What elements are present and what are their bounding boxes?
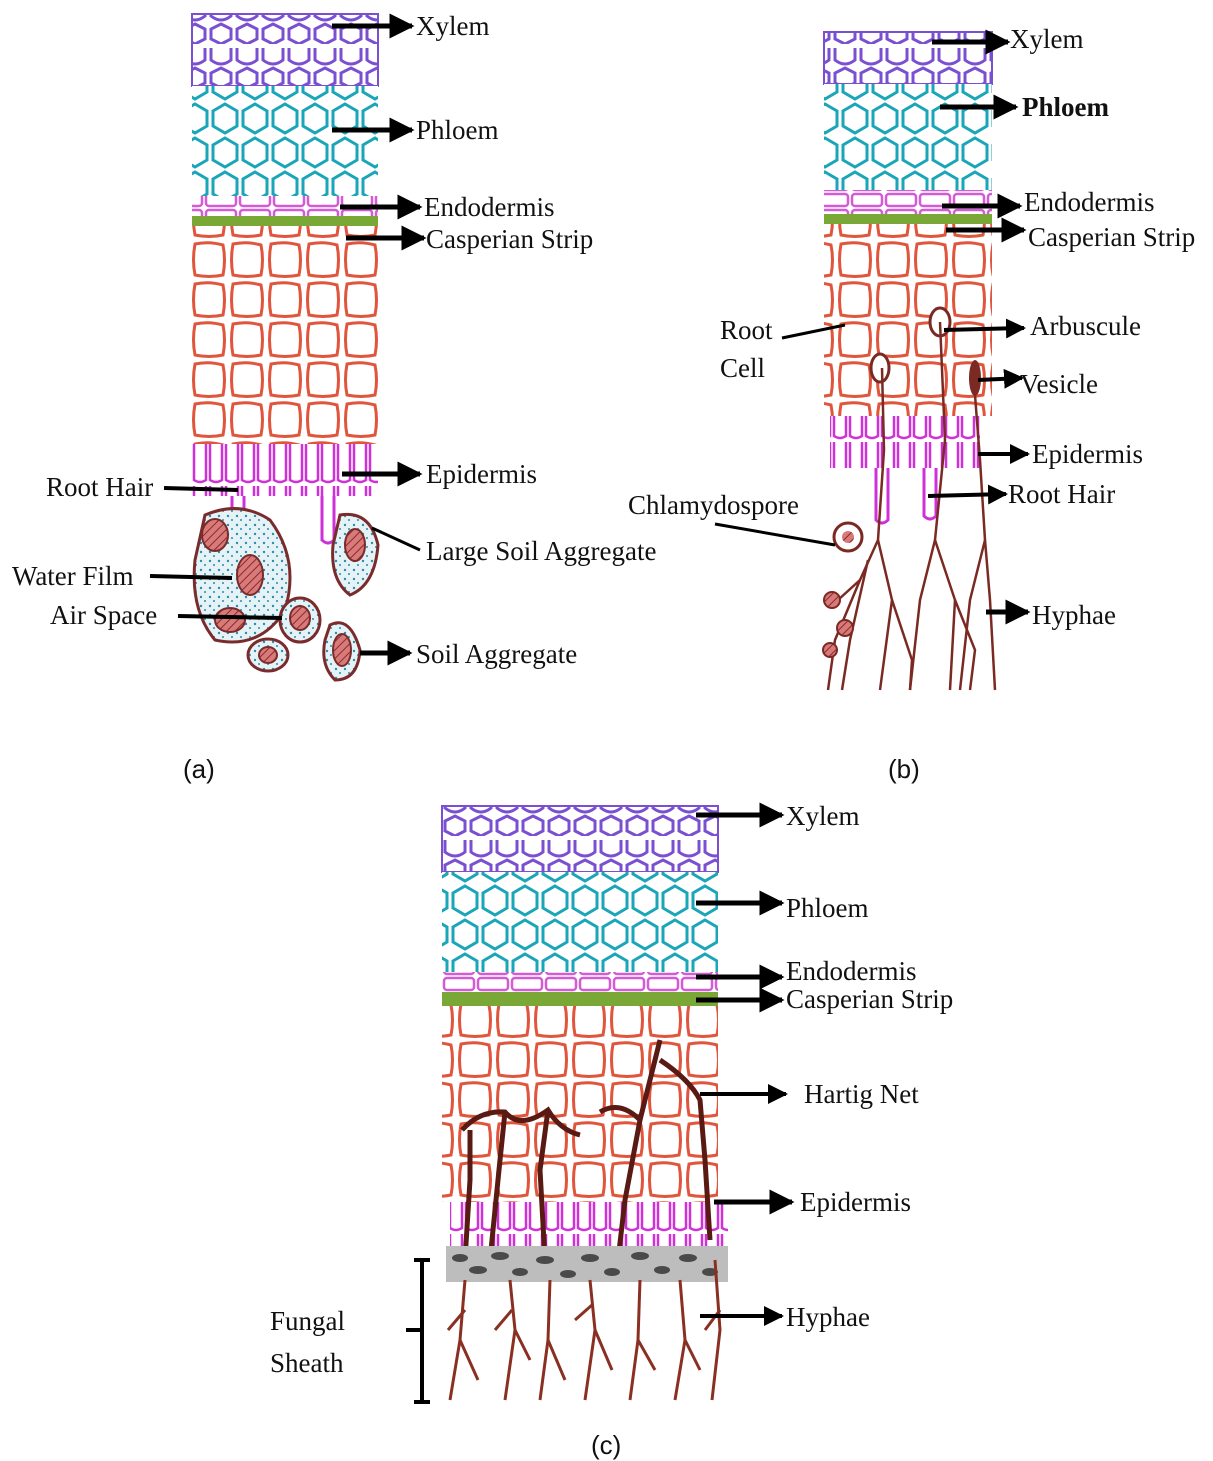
a-air-space-label: Air Space <box>50 600 157 630</box>
c-fungal-sheath <box>446 1246 728 1282</box>
a-water-film-pointer <box>150 576 232 578</box>
b-epidermis-label: Epidermis <box>1032 439 1143 469</box>
c-cortex-layer <box>442 1006 718 1202</box>
b-caption: (b) <box>888 754 920 784</box>
c-fungal-sheath-label-1: Fungal <box>270 1306 345 1336</box>
b-vesicle-label: Vesicle <box>1020 369 1098 399</box>
b-root-hair-arrow <box>928 494 1006 496</box>
panel-b: Xylem Phloem Endodermis Casperian Strip … <box>628 24 1195 784</box>
a-root-hair-pointer <box>164 488 238 490</box>
c-phloem-label: Phloem <box>786 893 869 923</box>
b-chlamydospore-pointer <box>715 524 835 545</box>
c-xylem-layer <box>442 806 718 872</box>
a-water-film-label: Water Film <box>12 561 134 591</box>
c-casparian-strip <box>442 992 718 1006</box>
c-hyphae-label: Hyphae <box>786 1302 870 1332</box>
c-fungal-sheath-label-2: Sheath <box>270 1348 344 1378</box>
b-root-hair <box>924 468 936 519</box>
c-endodermis-label: Endodermis <box>786 956 916 986</box>
a-soil-aggregate-label: Soil Aggregate <box>416 639 577 669</box>
b-arbuscule-label: Arbuscule <box>1030 311 1141 341</box>
panel-a: Xylem Phloem Endodermis Casperian Strip … <box>12 11 656 784</box>
b-chlamydospore-label: Chlamydospore <box>628 490 799 520</box>
b-root-cell-label-1: Root <box>720 315 773 345</box>
b-endodermis-label: Endodermis <box>1024 187 1154 217</box>
a-soil-particle <box>290 606 310 630</box>
b-phloem-layer <box>824 84 992 190</box>
a-soil-particle <box>202 519 228 551</box>
c-phloem-layer <box>442 872 718 972</box>
a-casparian-label: Casperian Strip <box>426 224 593 254</box>
a-soil-particle <box>345 529 365 561</box>
b-casparian-label: Casperian Strip <box>1028 222 1195 252</box>
c-epidermis-label: Epidermis <box>800 1187 911 1217</box>
b-chlamydospore <box>842 531 854 543</box>
a-casparian-strip <box>192 216 378 226</box>
b-vesicle-arrow <box>978 378 1022 380</box>
c-caption: (c) <box>591 1430 621 1460</box>
a-caption: (a) <box>183 754 215 784</box>
a-soil-particle <box>259 647 277 663</box>
a-soil-particle <box>237 555 263 595</box>
a-epidermis-label: Epidermis <box>426 459 537 489</box>
c-sheath-bracket <box>406 1260 430 1402</box>
c-casparian-label: Casperian Strip <box>786 984 953 1014</box>
a-soil-particle <box>333 634 351 666</box>
b-hyphae-label: Hyphae <box>1032 600 1116 630</box>
a-endodermis-label: Endodermis <box>424 192 554 222</box>
b-spore <box>823 643 837 657</box>
b-root-cell-label-2: Cell <box>720 353 765 383</box>
b-arbuscule-arrow <box>944 328 1024 330</box>
c-endodermis-layer <box>442 972 718 992</box>
panel-c: Xylem Phloem Endodermis Casperian Strip … <box>270 801 953 1460</box>
b-spore <box>824 592 840 608</box>
a-phloem-layer <box>192 86 378 196</box>
c-xylem-label: Xylem <box>786 801 860 831</box>
a-root-hair-label: Root Hair <box>46 472 153 502</box>
a-phloem-label: Phloem <box>416 115 499 145</box>
c-hartig-label: Hartig Net <box>804 1079 919 1109</box>
b-casparian-strip <box>824 214 992 224</box>
a-cortex-layer <box>192 226 378 444</box>
b-epidermis-layer <box>830 416 980 468</box>
a-large-soil-label: Large Soil Aggregate <box>426 536 656 566</box>
b-xylem-label: Xylem <box>1010 24 1084 54</box>
b-spore <box>837 620 853 636</box>
b-root-hair-label: Root Hair <box>1008 479 1115 509</box>
b-phloem-label: Phloem <box>1022 92 1109 122</box>
a-air-space-pointer <box>178 616 282 618</box>
b-arbuscule <box>871 354 889 382</box>
a-soil-particle <box>215 608 245 632</box>
b-endodermis-layer <box>824 190 992 214</box>
a-root-hair <box>322 496 334 543</box>
a-xylem-label: Xylem <box>416 11 490 41</box>
b-cortex-layer <box>824 224 992 416</box>
